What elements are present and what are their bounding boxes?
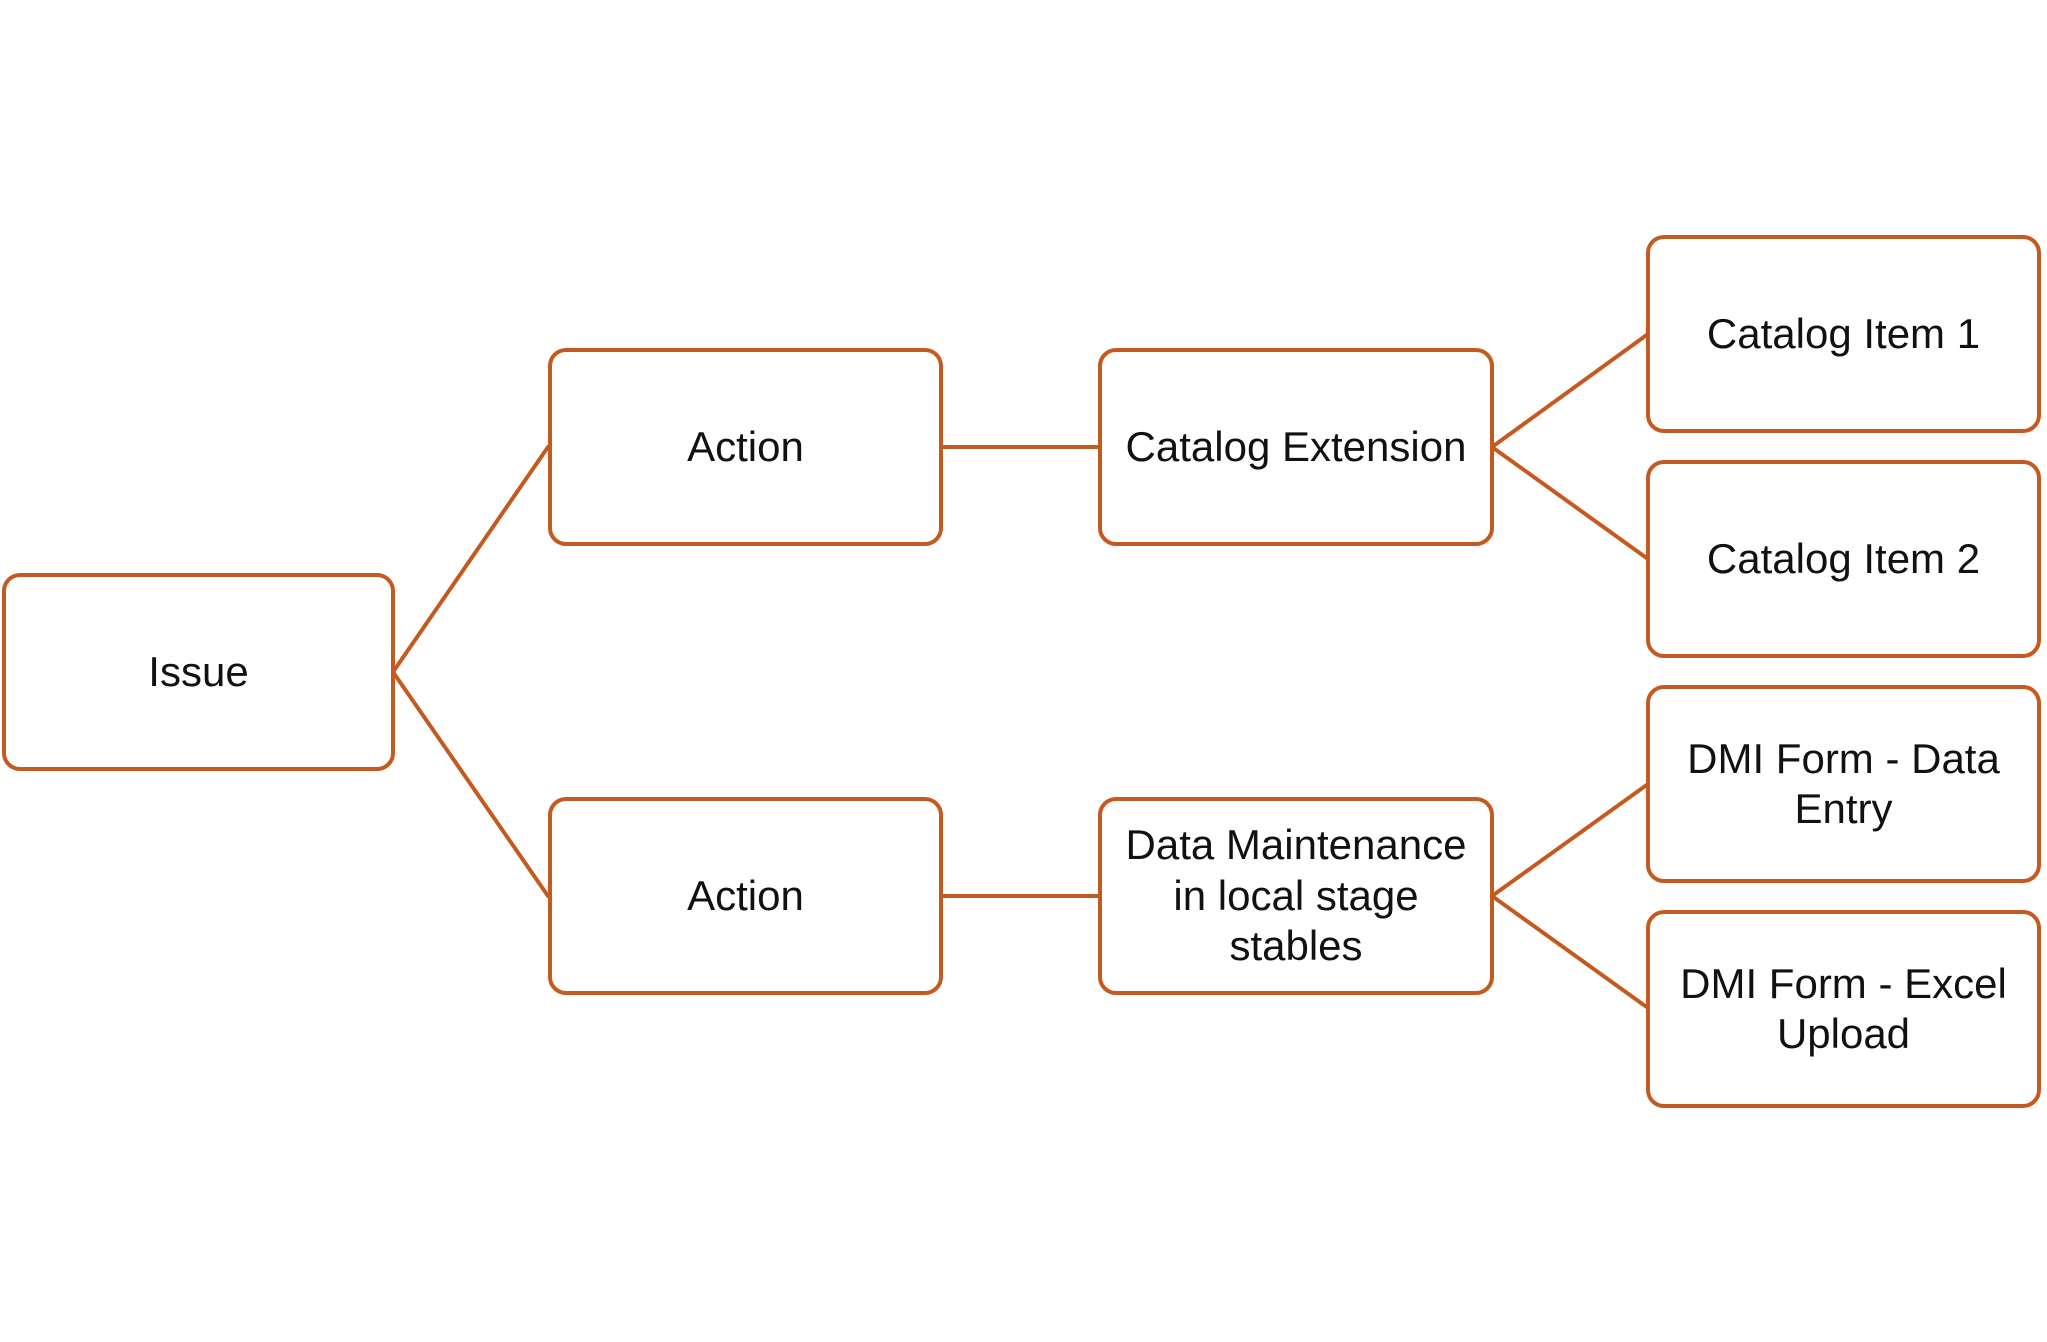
node-dmi-form-data-entry-label: DMI Form - Data Entry <box>1687 734 2000 832</box>
node-catalog-item-1-label: Catalog Item 1 <box>1706 309 1981 357</box>
node-dmi-form-data-entry: DMI Form - Data Entry <box>1646 685 2041 883</box>
edge-issue-action-2 <box>391 670 550 898</box>
node-catalog-item-2-label: Catalog Item 2 <box>1706 534 1981 582</box>
node-action-2: Action <box>548 797 943 995</box>
node-action-2-label: Action <box>687 871 804 919</box>
edge-data-maintenance-dmi-data-entry <box>1490 782 1650 898</box>
node-data-maintenance: Data Maintenance in local stage stables <box>1098 797 1494 995</box>
node-catalog-extension: Catalog Extension <box>1098 348 1494 546</box>
node-catalog-item-2: Catalog Item 2 <box>1646 460 2041 658</box>
edge-issue-action-1 <box>391 445 550 674</box>
node-data-maintenance-label: Data Maintenance in local stage stables <box>1125 821 1467 970</box>
node-action-1-label: Action <box>687 422 804 470</box>
node-dmi-form-excel-upload: DMI Form - Excel Upload <box>1646 910 2041 1108</box>
node-dmi-form-excel-upload-label: DMI Form - Excel Upload <box>1680 959 2007 1057</box>
node-catalog-extension-label: Catalog Extension <box>1125 422 1467 470</box>
edge-data-maintenance-dmi-excel-upload <box>1490 894 1650 1010</box>
edge-catalog-extension-item-1 <box>1490 332 1650 449</box>
node-catalog-item-1: Catalog Item 1 <box>1646 235 2041 433</box>
node-issue-label: Issue <box>148 647 249 695</box>
edge-catalog-extension-item-2 <box>1490 445 1650 561</box>
node-action-1: Action <box>548 348 943 546</box>
node-issue: Issue <box>2 573 395 771</box>
